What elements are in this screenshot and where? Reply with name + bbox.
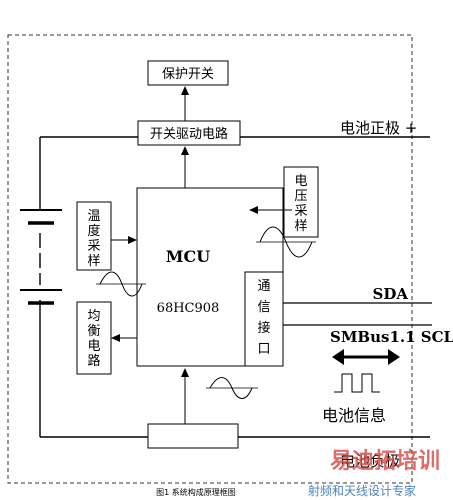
arrow-up-icon	[181, 368, 189, 377]
balance-circuit-label: 均衡电路	[87, 309, 100, 369]
battery-positive-label: 电池正极 +	[340, 119, 417, 137]
arrow-up-icon	[181, 146, 189, 155]
comm-interface-label: 通信接口	[257, 279, 270, 357]
watermark-sub: 射频和天线设计专家	[308, 483, 416, 498]
voltage-sample-box	[283, 166, 319, 238]
switch-driver-box	[137, 120, 241, 146]
sda-label: SDA	[373, 285, 409, 303]
protect-switch-box	[147, 60, 229, 86]
system-frame	[7, 34, 413, 484]
smbus-label: SMBus1.1 SCL	[330, 328, 453, 346]
protect-switch-label: 保护开关	[162, 67, 214, 82]
battery-negative-label: 电池负极	[340, 452, 400, 470]
mcu-model: 68HC908	[157, 301, 220, 316]
arrow-up-icon	[181, 86, 189, 95]
voltage-sample-label: 电压采样	[294, 174, 307, 234]
battery-info-label: 电池信息	[322, 406, 386, 425]
balance-circuit-box	[76, 301, 112, 375]
comm-interface-box	[244, 271, 284, 367]
arrow-right-icon	[128, 236, 137, 244]
bidirectional-arrow-icon	[332, 349, 400, 365]
arrow-left-icon	[249, 206, 258, 214]
square-wave-icon	[334, 373, 380, 393]
mcu-title: MCU	[166, 247, 210, 266]
watermark-main: 易迪拓培训	[330, 448, 440, 474]
arrow-left-icon	[111, 334, 120, 342]
switch-driver-label: 开关驱动电路	[150, 126, 228, 142]
battery-icon	[20, 209, 62, 305]
current-sample-box	[147, 423, 239, 449]
temp-sample-box	[76, 201, 112, 271]
temp-sample-label: 温度采样	[87, 209, 100, 269]
figure-caption: 图1 系统构成原理框图	[156, 487, 236, 497]
